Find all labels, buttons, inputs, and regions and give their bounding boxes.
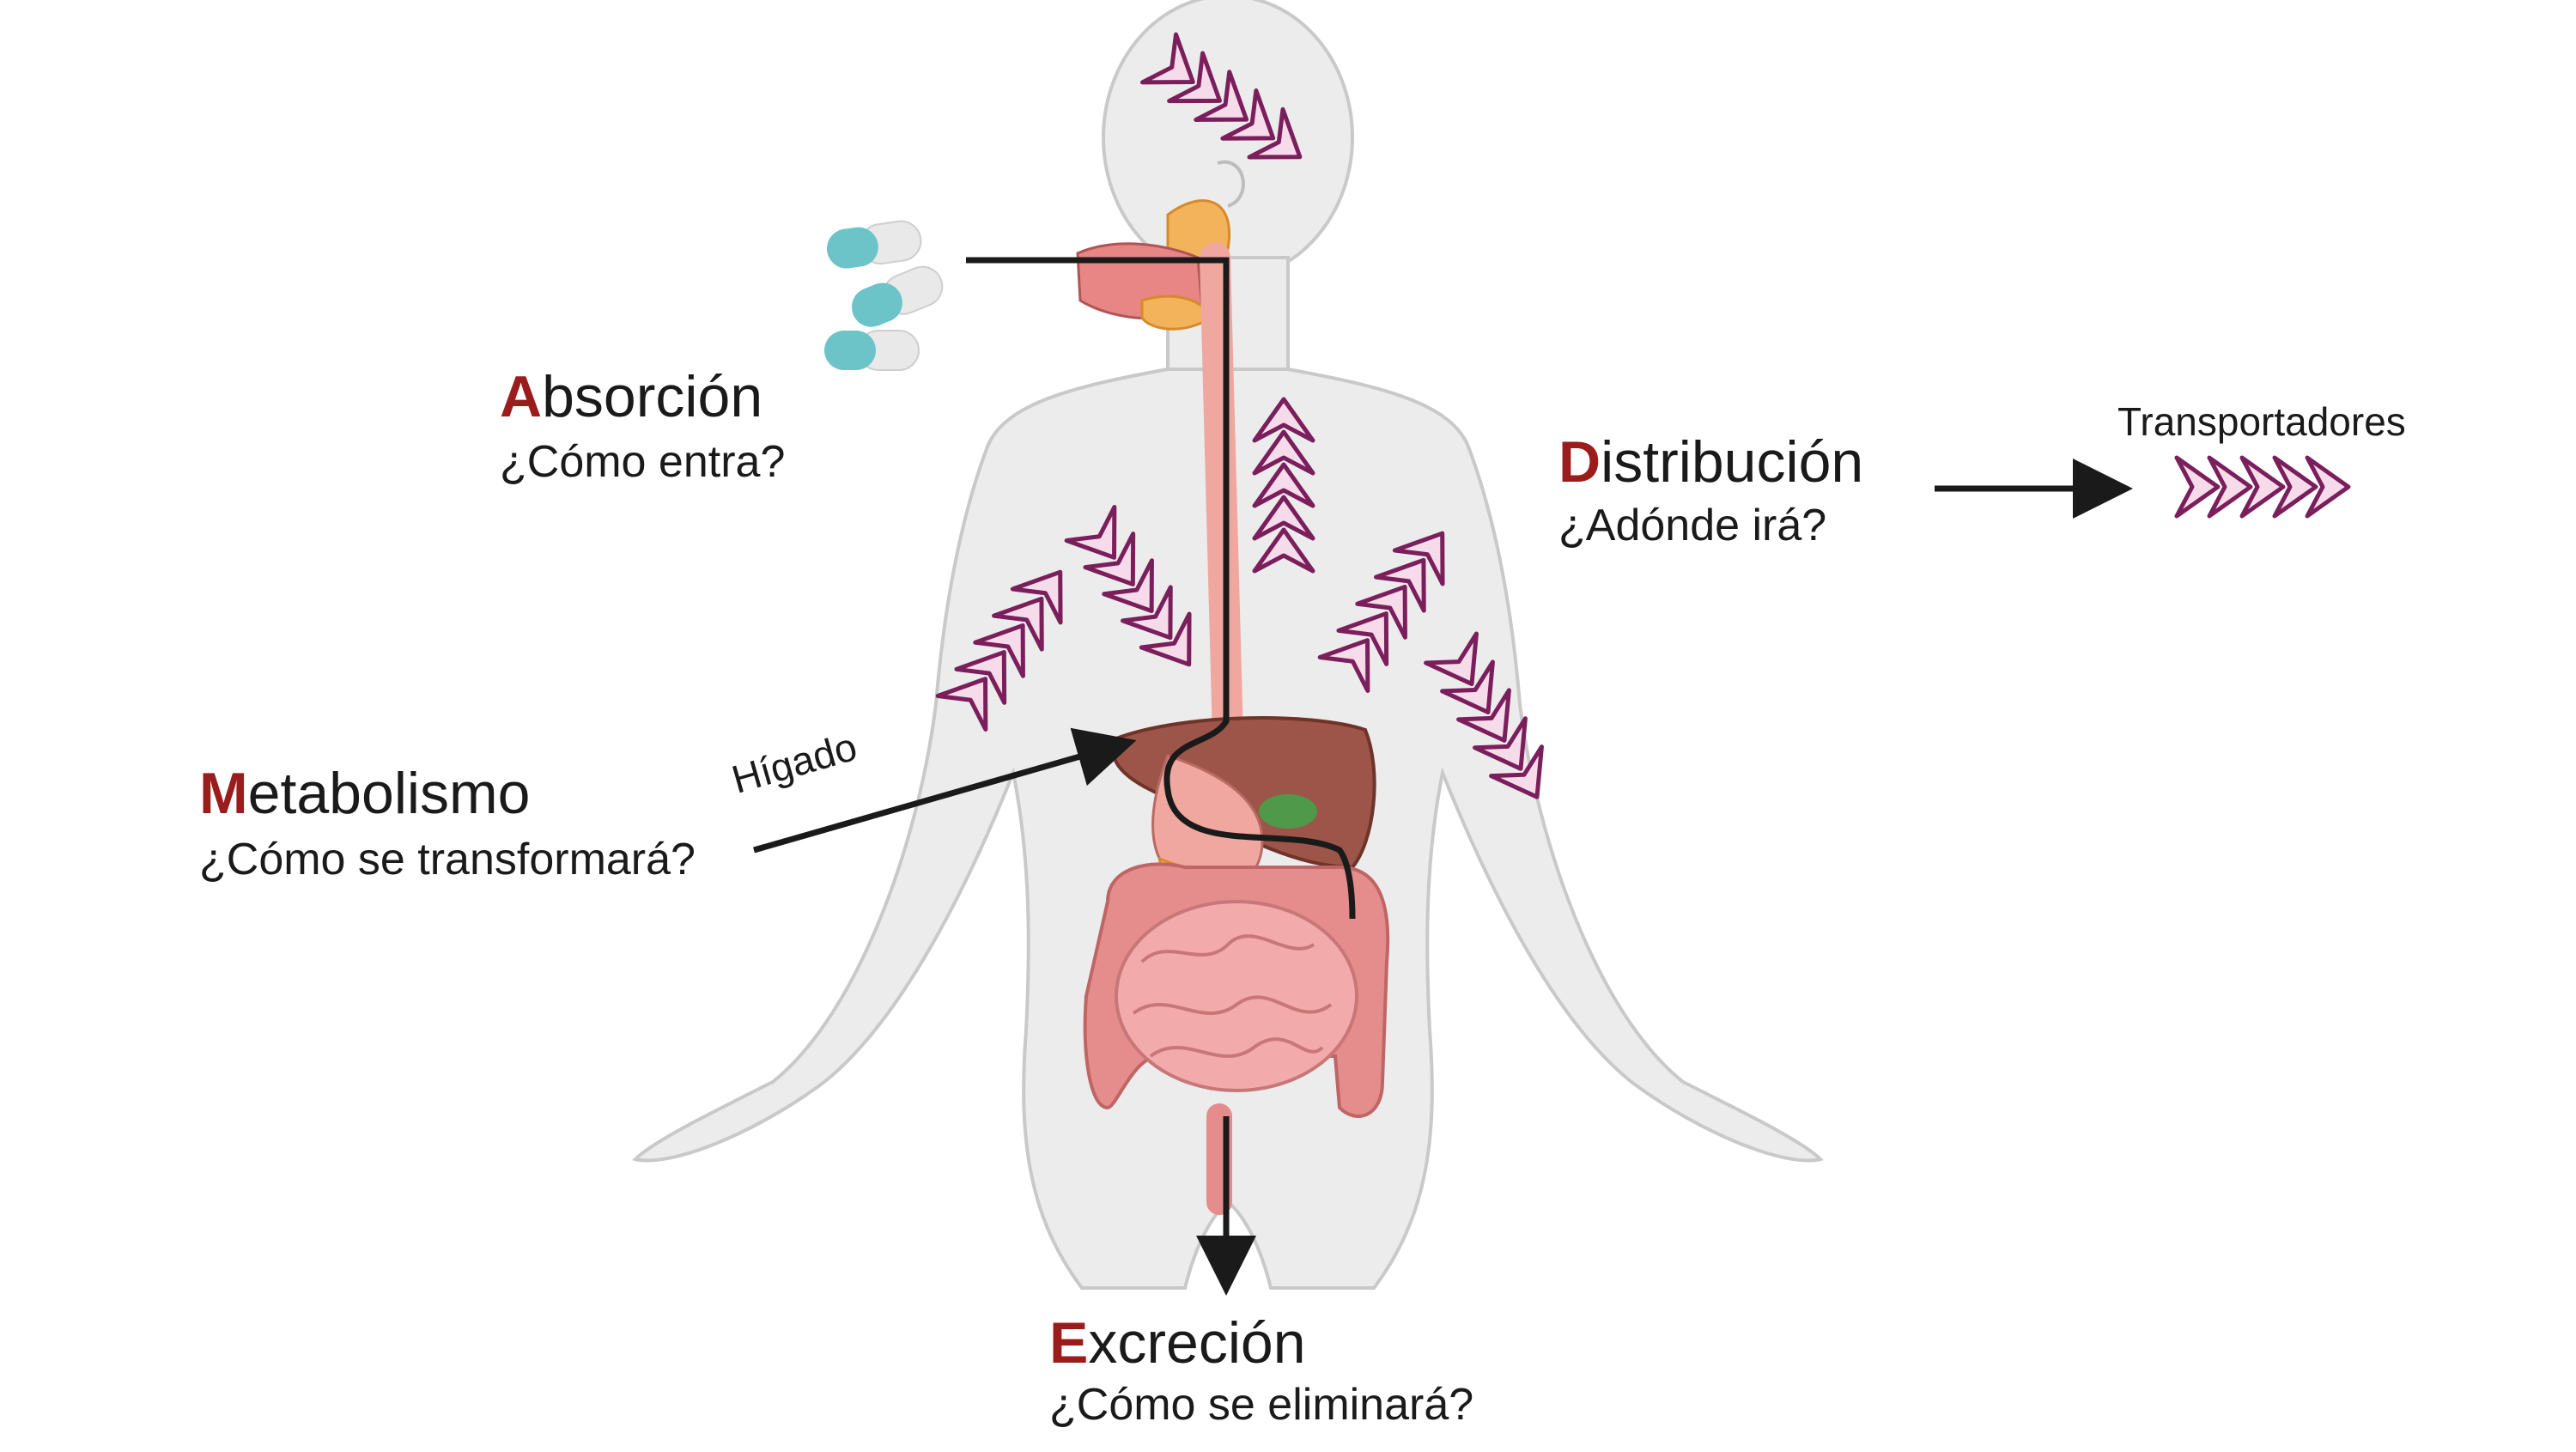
chevron	[2239, 455, 2286, 519]
chevron	[935, 677, 988, 732]
chevron	[1121, 585, 1173, 641]
chevron	[1064, 504, 1117, 560]
chevrons-head	[1139, 32, 1303, 160]
chevron	[1247, 106, 1303, 160]
metabolismo-title: Metabolismo	[199, 764, 531, 823]
chevron	[1252, 397, 1315, 443]
chevron	[1440, 659, 1495, 714]
chevron	[992, 596, 1044, 652]
chevrons-legend	[2174, 455, 2351, 519]
chevron	[1167, 51, 1222, 104]
capsule-1	[826, 220, 922, 269]
chevron	[1392, 531, 1445, 586]
metabolismo-initial: M	[199, 761, 248, 826]
distribucion-initial: D	[1558, 429, 1601, 495]
chevron	[2207, 455, 2253, 519]
gallbladder	[1259, 794, 1317, 829]
chevron	[1336, 611, 1389, 666]
pathway	[753, 257, 2133, 1296]
excrecion-initial: E	[1049, 1310, 1089, 1376]
chevron	[1355, 584, 1407, 640]
chevron	[1424, 631, 1479, 687]
chevron	[1252, 495, 1315, 541]
intestine-coils	[1132, 934, 1333, 1058]
chevron	[1252, 527, 1315, 574]
absorcion-title: Absorción	[500, 368, 762, 426]
capsule-2	[851, 265, 944, 327]
chevron	[1473, 716, 1528, 771]
small-intestine	[1115, 900, 1358, 1092]
transporter-chevrons	[935, 32, 2351, 799]
distribucion-title: Distribución	[1558, 433, 1863, 491]
chevron	[2174, 455, 2221, 519]
chevron	[954, 650, 1007, 705]
transportadores-label: Transportadores	[2117, 399, 2406, 444]
absorcion-question: ¿Cómo entra?	[500, 437, 786, 487]
chevrons-chest-left	[1064, 504, 1192, 667]
capsule-3	[824, 330, 920, 371]
chevron	[1317, 638, 1370, 694]
chevron	[2305, 455, 2351, 519]
absorcion-initial: A	[500, 364, 543, 429]
chevron	[2272, 455, 2318, 519]
chevron	[1374, 557, 1426, 613]
chevrons-arm-left-upper	[935, 569, 1063, 732]
distribucion-question: ¿Adónde irá?	[1558, 501, 1827, 550]
chevron	[1252, 429, 1315, 476]
metabolismo-question: ¿Cómo se transformará?	[199, 835, 696, 884]
absorption-path-line	[966, 257, 1356, 920]
chevrons-chest-right	[1317, 531, 1445, 694]
chevrons-chest-center	[1252, 397, 1315, 574]
chevron	[1139, 32, 1195, 85]
liver-arrow	[753, 727, 1137, 854]
excrecion-title: Excreción	[1049, 1314, 1306, 1372]
chevron	[1010, 569, 1063, 625]
excrecion-question: ¿Cómo se eliminará?	[1049, 1380, 1474, 1430]
metabolismo-rest: etabolismo	[247, 761, 531, 826]
ear	[1217, 160, 1245, 208]
excrecion-rest: xcreción	[1088, 1310, 1306, 1376]
distribucion-rest: istribución	[1601, 429, 1864, 495]
chevron	[1220, 88, 1276, 141]
chevron	[1252, 462, 1315, 508]
absorcion-rest: bsorción	[542, 364, 763, 429]
chevron	[1139, 611, 1192, 667]
chevron	[1083, 532, 1136, 586]
chevron	[973, 623, 1025, 678]
chevrons-arm-right	[1424, 631, 1544, 799]
capsules	[824, 220, 944, 371]
chevron	[1489, 744, 1544, 799]
chevron	[1456, 688, 1511, 743]
chevron	[1102, 558, 1154, 614]
chevron	[1194, 70, 1249, 122]
